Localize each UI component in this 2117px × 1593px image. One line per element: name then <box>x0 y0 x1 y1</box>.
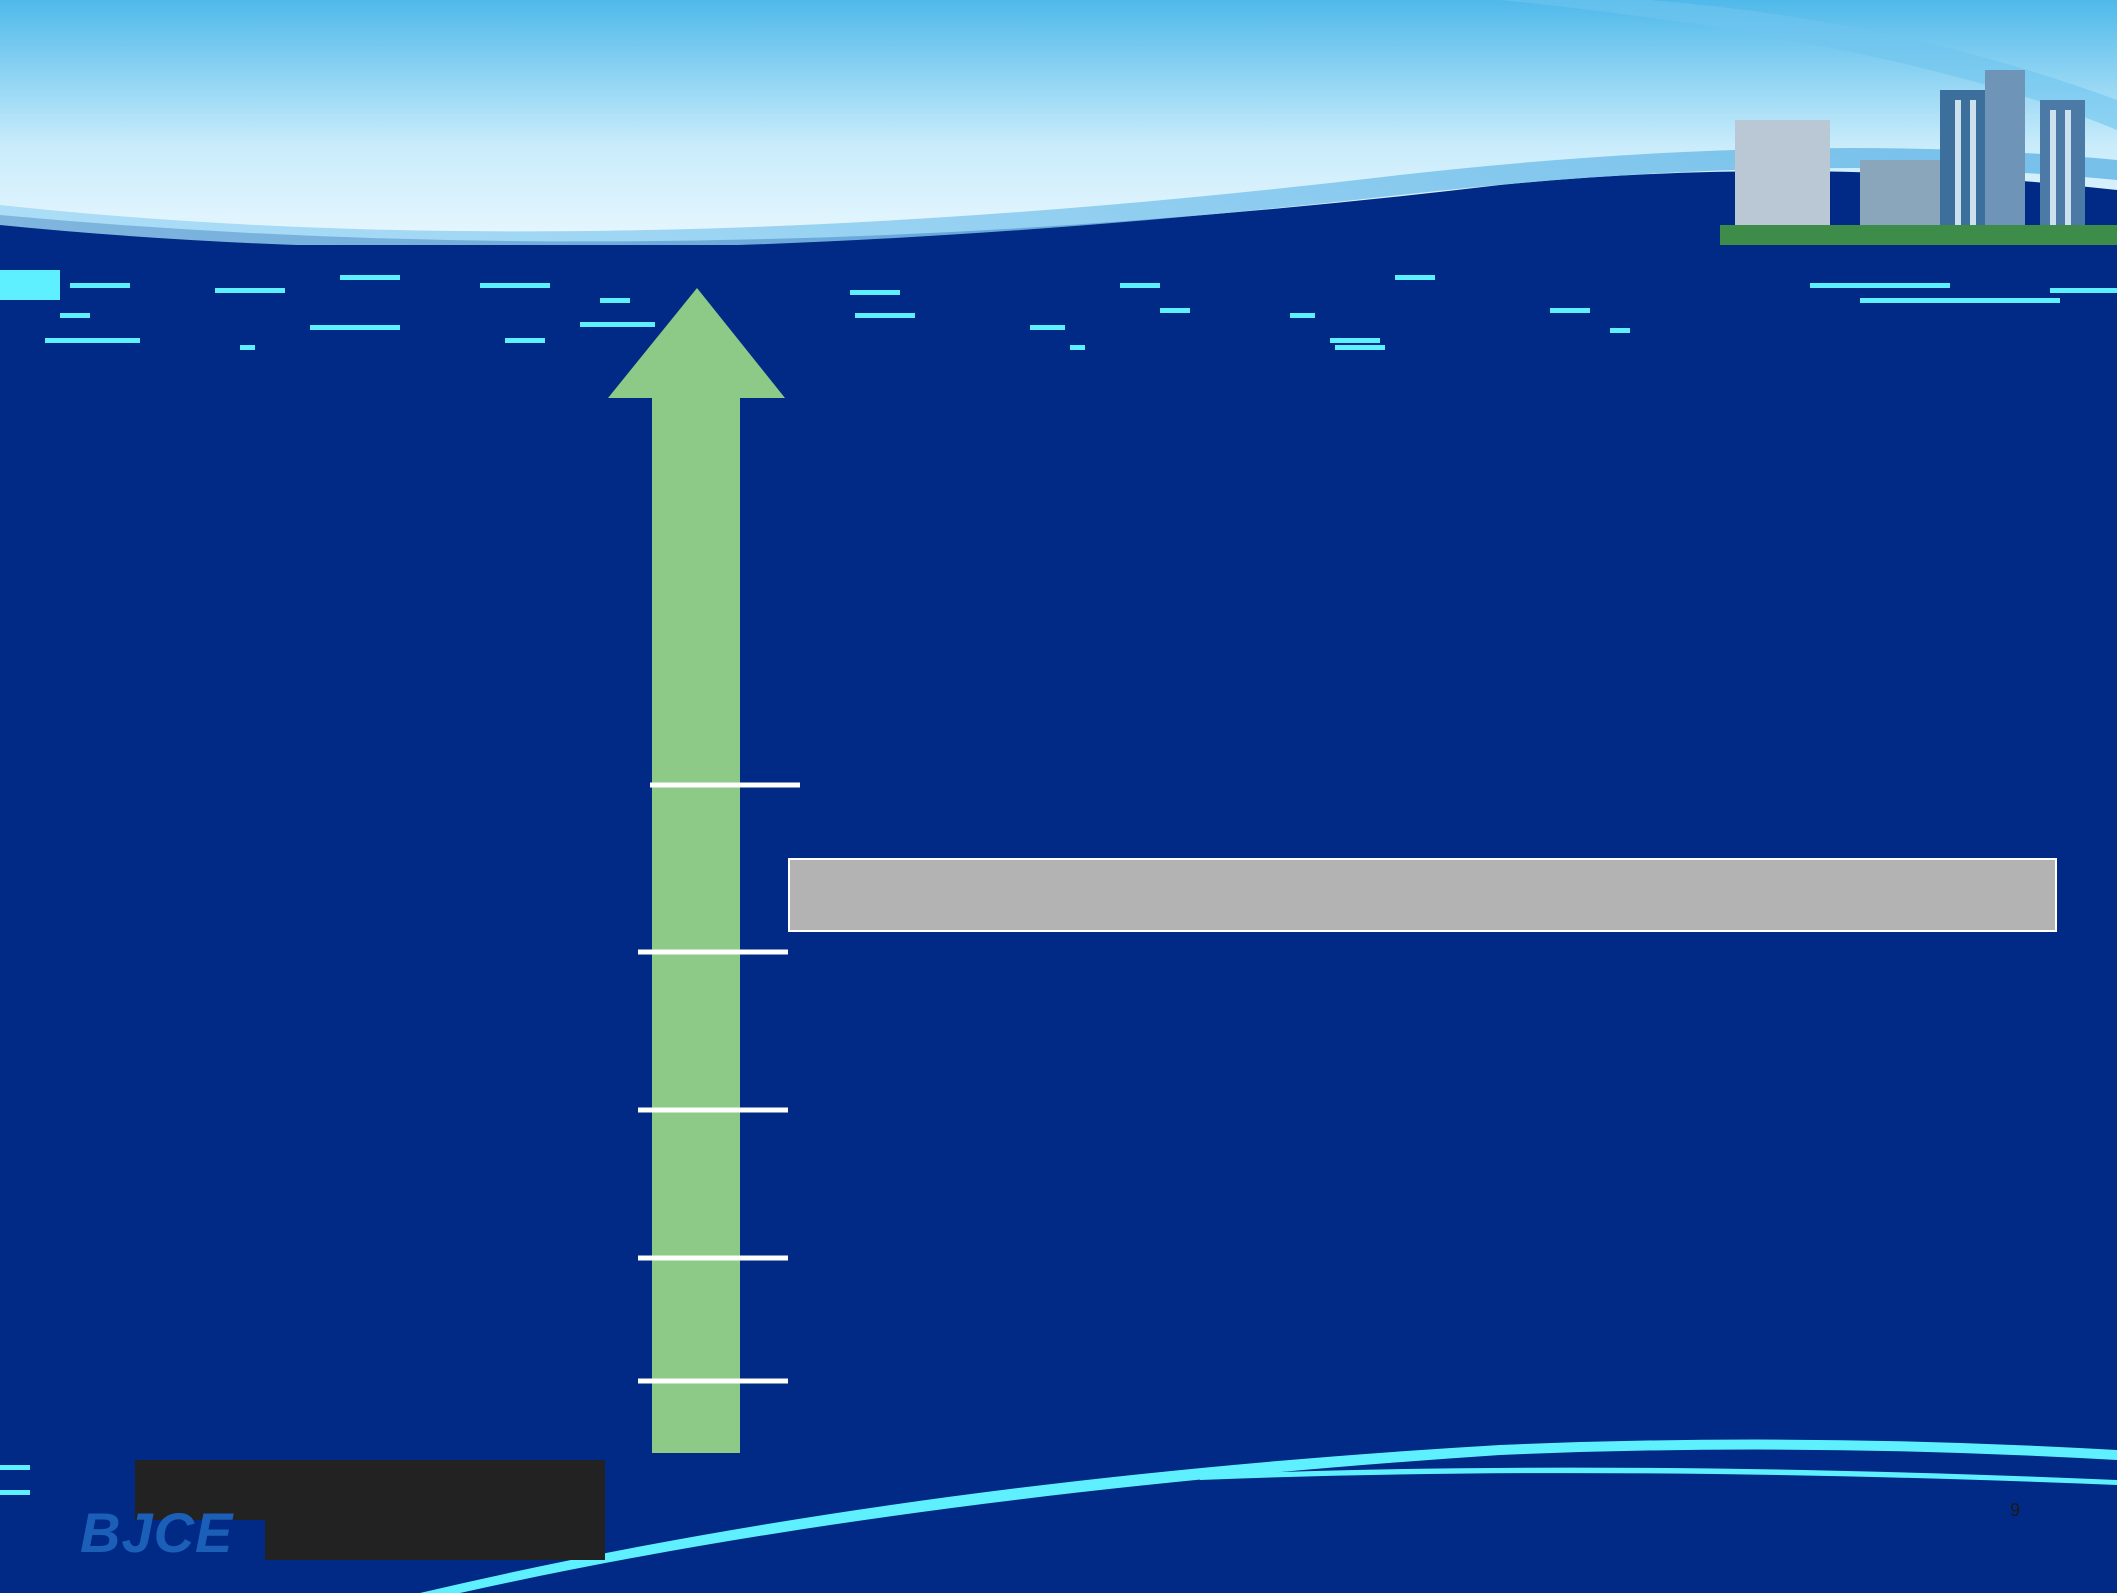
header-banner <box>0 0 2117 265</box>
arrow-up-icon <box>605 285 805 1455</box>
arrow-shape <box>608 288 785 1453</box>
logo-text: BJCE <box>80 1500 233 1565</box>
logo-dark-block-lower <box>265 1515 605 1560</box>
company-logo: BJCE <box>75 1460 615 1565</box>
gray-label-bar <box>790 860 2055 930</box>
content-dash-marks <box>0 250 2117 380</box>
page-number: 9 <box>2010 1500 2020 1521</box>
content-area <box>0 245 2117 1460</box>
